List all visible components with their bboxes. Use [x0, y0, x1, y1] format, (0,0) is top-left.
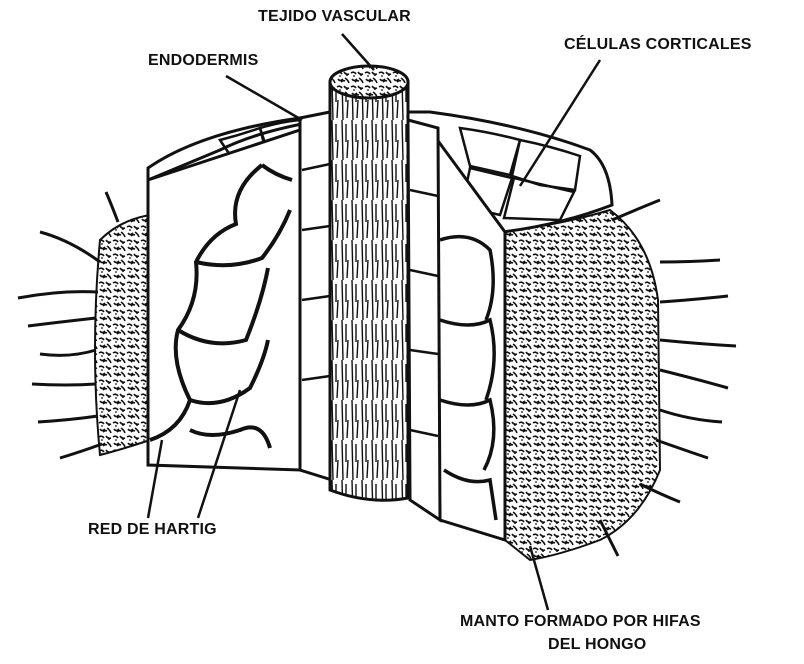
left-mantle — [18, 192, 150, 458]
label-manto-line1: MANTO FORMADO POR HIFAS — [460, 613, 701, 631]
vascular-cylinder — [330, 66, 408, 500]
label-manto-line2: DEL HONGO — [548, 636, 646, 654]
label-red-de-hartig: RED DE HARTIG — [88, 521, 217, 539]
label-endodermis: ENDODERMIS — [148, 52, 258, 70]
right-mantle — [500, 200, 736, 560]
label-tejido-vascular: TEJIDO VASCULAR — [258, 8, 411, 26]
left-cortex-block — [148, 130, 300, 470]
label-celulas-corticales: CÉLULAS CORTICALES — [564, 36, 752, 54]
